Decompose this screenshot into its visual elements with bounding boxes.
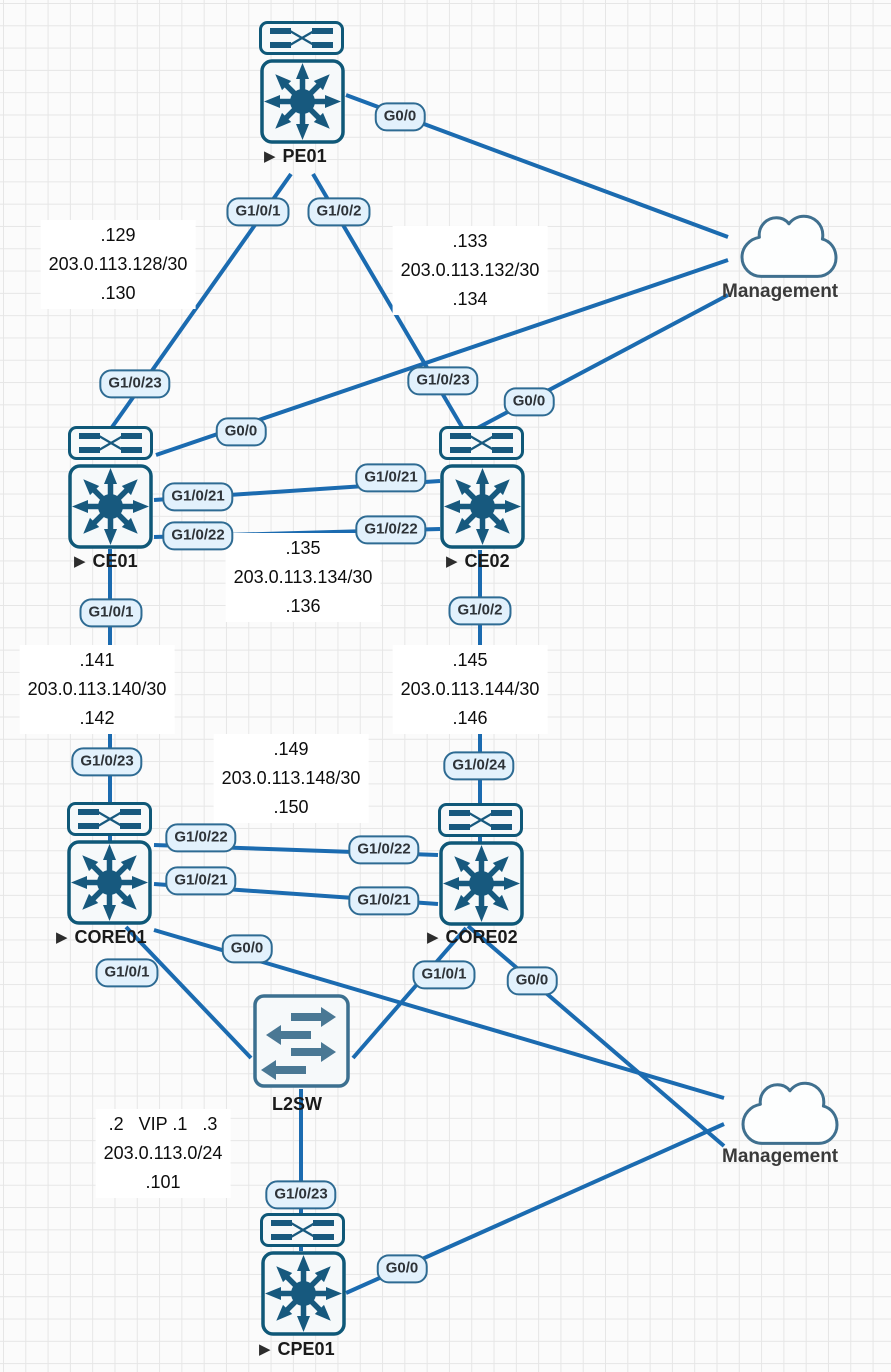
interface-pill-cpe01-g0-0[interactable]: G0/0 — [376, 1254, 428, 1284]
subnet-note-5[interactable]: .149 203.0.113.148/30 .150 — [213, 734, 369, 823]
interface-pill-ce01-g1-0-21[interactable]: G1/0/21 — [162, 482, 234, 512]
node-core02-multilayer-switch-icon[interactable] — [438, 840, 524, 926]
subnet-note-line: 203.0.113.128/30 — [48, 254, 188, 274]
node-ce02-label[interactable]: ▶ CE02 — [446, 551, 510, 572]
node-pe01-label-text: PE01 — [282, 146, 327, 166]
interface-pill-core02-g1-0-21[interactable]: G1/0/21 — [348, 886, 420, 916]
node-ce02-multilayer-switch-icon[interactable] — [439, 463, 525, 549]
subnet-note-6[interactable]: .2 VIP .1 .3 203.0.113.0/24 .101 — [95, 1109, 231, 1198]
interface-pill-core02-g1-0-22[interactable]: G1/0/22 — [348, 835, 420, 865]
node-management-label[interactable]: Management — [722, 1146, 838, 1168]
subnet-note-3[interactable]: .141 203.0.113.140/30 .142 — [19, 645, 175, 734]
node-pe01-label[interactable]: ▶ PE01 — [264, 146, 327, 167]
interface-pill-pe01-g1-0-1[interactable]: G1/0/1 — [226, 197, 290, 227]
node-management-cloud-icon-8[interactable] — [733, 1074, 843, 1148]
node-l2sw-label-text: L2SW — [272, 1094, 323, 1114]
node-cpe01-multilayer-switch-icon[interactable] — [260, 1250, 346, 1336]
interface-pill-ce02-g1-0-21[interactable]: G1/0/21 — [355, 463, 427, 493]
subnet-note-line: .149 — [273, 739, 309, 759]
subnet-note-line: .133 — [452, 231, 488, 251]
subnet-note-line: .101 — [145, 1172, 181, 1192]
subnet-note-line: .142 — [79, 708, 115, 728]
node-management-label[interactable]: Management — [722, 281, 838, 303]
interface-pill-core01-g1-0-21[interactable]: G1/0/21 — [165, 866, 237, 896]
interface-pill-ce02-g1-0-22[interactable]: G1/0/22 — [355, 515, 427, 545]
node-pe01-mini-switch-icon[interactable] — [258, 21, 344, 55]
interface-pill-ce02-g0-0[interactable]: G0/0 — [503, 387, 555, 417]
node-core02-mini-switch-icon[interactable] — [437, 803, 523, 837]
node-core01-mini-switch-icon[interactable] — [66, 802, 152, 836]
subnet-note-0[interactable]: .129 203.0.113.128/30 .130 — [40, 220, 196, 309]
subnet-note-line: 203.0.113.134/30 — [233, 567, 373, 587]
node-management-label-text: Management — [722, 281, 839, 302]
node-management-label-text: Management — [722, 1146, 839, 1167]
node-ce02-mini-switch-icon[interactable] — [438, 426, 524, 460]
link-core02-management-bottom[interactable] — [466, 924, 726, 1148]
node-cpe01-label[interactable]: ▶ CPE01 — [259, 1339, 335, 1360]
node-ce02-label-text: CE02 — [464, 551, 510, 571]
node-core01-multilayer-switch-icon[interactable] — [66, 839, 152, 925]
interface-pill-pe01-g0-0[interactable]: G0/0 — [374, 102, 426, 132]
node-l2sw-label[interactable]: L2SW — [272, 1094, 322, 1115]
node-management-cloud-icon-7[interactable] — [732, 207, 842, 281]
subnet-note-4[interactable]: .145 203.0.113.144/30 .146 — [392, 645, 548, 734]
interface-pill-pe01-g1-0-2[interactable]: G1/0/2 — [307, 197, 371, 227]
subnet-note-line: .136 — [285, 596, 321, 616]
subnet-note-line: .145 — [452, 650, 488, 670]
interface-pill-ce01-g1-0-22[interactable]: G1/0/22 — [162, 521, 234, 551]
running-status-icon: ▶ — [74, 552, 86, 570]
link-core01-l2sw[interactable] — [124, 925, 253, 1060]
node-ce01-label-text: CE01 — [92, 551, 138, 571]
running-status-icon: ▶ — [56, 928, 68, 946]
interface-pill-core01-g1-0-22[interactable]: G1/0/22 — [165, 823, 237, 853]
subnet-note-line: 203.0.113.144/30 — [400, 679, 540, 699]
running-status-icon: ▶ — [446, 552, 458, 570]
node-ce01-mini-switch-icon[interactable] — [67, 426, 153, 460]
node-core02-label[interactable]: ▶ CORE02 — [427, 927, 518, 948]
interface-pill-ce01-g1-0-23[interactable]: G1/0/23 — [99, 369, 171, 399]
subnet-note-line: .2 VIP .1 .3 — [108, 1114, 218, 1134]
interface-pill-ce02-g1-0-2[interactable]: G1/0/2 — [448, 596, 512, 626]
interface-pill-core02-g0-0[interactable]: G0/0 — [506, 966, 558, 996]
node-l2sw-ethernet-switch-icon[interactable] — [252, 994, 350, 1088]
subnet-note-line: 203.0.113.0/24 — [103, 1143, 223, 1163]
subnet-note-line: .130 — [100, 283, 136, 303]
interface-pill-ce02-g1-0-23[interactable]: G1/0/23 — [407, 366, 479, 396]
subnet-note-line: .135 — [285, 538, 321, 558]
node-cpe01-label-text: CPE01 — [277, 1339, 335, 1359]
subnet-note-line: .134 — [452, 289, 488, 309]
interface-pill-core02-g1-0-1[interactable]: G1/0/1 — [412, 960, 476, 990]
running-status-icon: ▶ — [264, 147, 276, 165]
subnet-note-line: 203.0.113.148/30 — [221, 768, 361, 788]
subnet-note-line: 203.0.113.140/30 — [27, 679, 167, 699]
running-status-icon: ▶ — [259, 1340, 271, 1358]
node-core01-label-text: CORE01 — [74, 927, 147, 947]
subnet-note-2[interactable]: .135 203.0.113.134/30 .136 — [225, 533, 381, 622]
node-ce01-label[interactable]: ▶ CE01 — [74, 551, 138, 572]
node-ce01-multilayer-switch-icon[interactable] — [67, 463, 153, 549]
subnet-note-line: .129 — [100, 225, 136, 245]
interface-pill-core02-g1-0-24[interactable]: G1/0/24 — [443, 751, 515, 781]
node-pe01-multilayer-switch-icon[interactable] — [259, 58, 345, 144]
subnet-note-line: .146 — [452, 708, 488, 728]
node-core01-label[interactable]: ▶ CORE01 — [56, 927, 147, 948]
subnet-note-line: .150 — [273, 797, 309, 817]
link-core02-l2sw[interactable] — [351, 926, 468, 1060]
subnet-note-line: 203.0.113.132/30 — [400, 260, 540, 280]
interface-pill-core01-g1-0-1[interactable]: G1/0/1 — [95, 958, 159, 988]
interface-pill-ce01-g0-0[interactable]: G0/0 — [215, 417, 267, 447]
subnet-note-1[interactable]: .133 203.0.113.132/30 .134 — [392, 226, 548, 315]
running-status-icon: ▶ — [427, 928, 439, 946]
interface-pill-cpe01-g1-0-23[interactable]: G1/0/23 — [265, 1180, 337, 1210]
subnet-note-line: .141 — [79, 650, 115, 670]
interface-pill-ce01-g1-0-1[interactable]: G1/0/1 — [79, 598, 143, 628]
interface-pill-core01-g1-0-23[interactable]: G1/0/23 — [71, 747, 143, 777]
interface-pill-core01-g0-0[interactable]: G0/0 — [221, 934, 273, 964]
node-cpe01-mini-switch-icon[interactable] — [259, 1213, 345, 1247]
node-core02-label-text: CORE02 — [445, 927, 518, 947]
